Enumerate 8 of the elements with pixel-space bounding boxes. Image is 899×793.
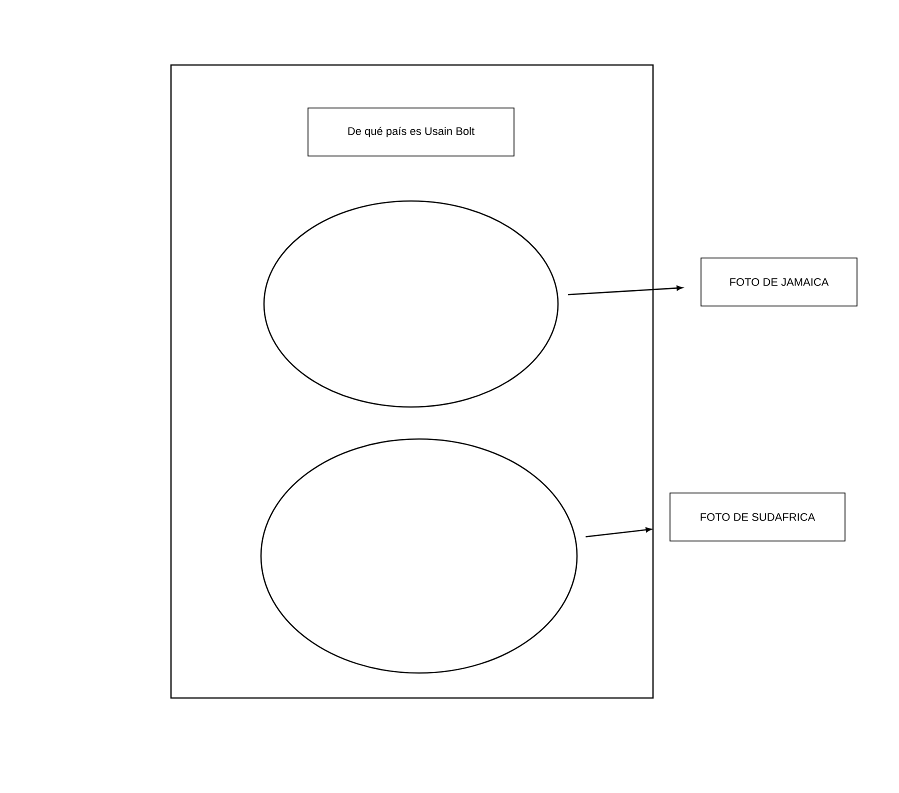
text-box: FOTO DE JAMAICA (700, 258, 858, 306)
ellipse (260, 438, 578, 674)
arrow (568, 286, 683, 296)
ellipse (263, 200, 559, 408)
text-box: De qué país es Usain Bolt (308, 108, 514, 156)
frame-box (170, 64, 654, 699)
arrow (586, 527, 652, 538)
text-box: FOTO DE SUDAFRICA (670, 492, 846, 542)
